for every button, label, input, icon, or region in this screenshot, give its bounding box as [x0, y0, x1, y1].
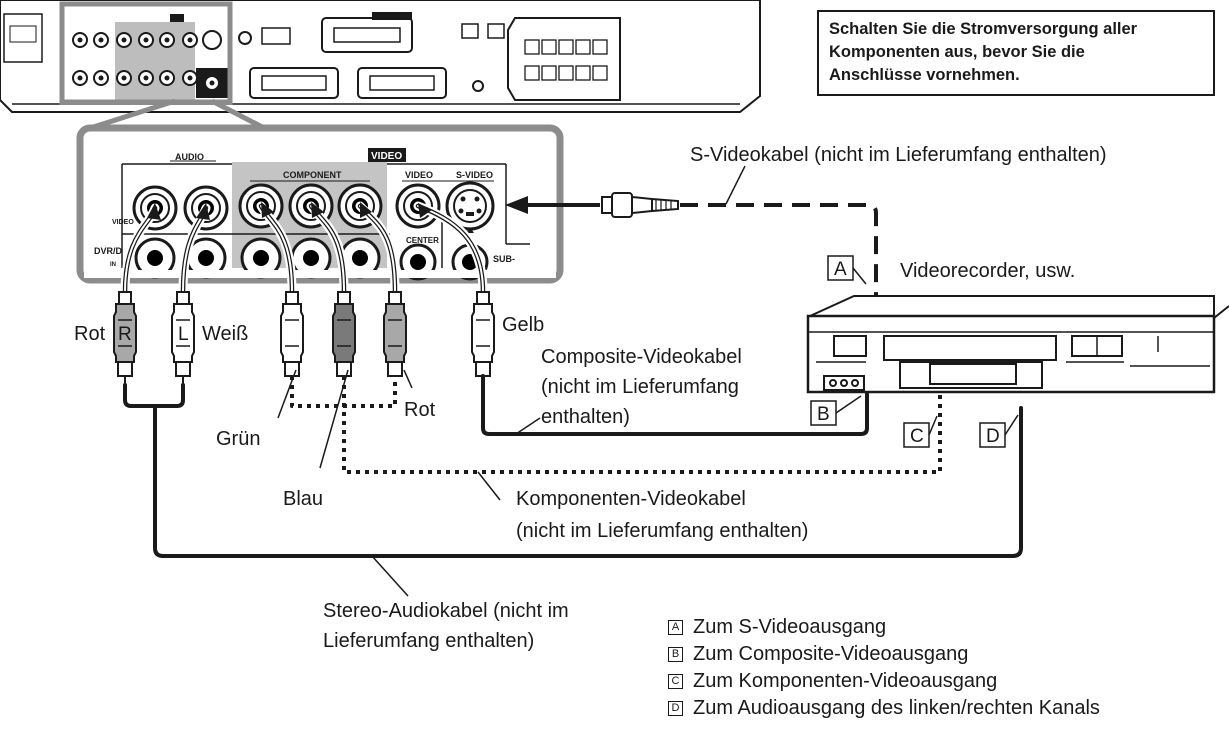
video-jack-label: VIDEO	[405, 170, 433, 180]
leader-lines	[277, 165, 746, 597]
svideo-plug	[505, 192, 679, 218]
marker-a: A	[834, 259, 847, 280]
in-label: IN	[110, 262, 116, 268]
legend-item-a: A Zum S-Videoausgang	[668, 614, 1100, 641]
legend-item-c: C Zum Komponenten-Videoausgang	[668, 668, 1100, 695]
rca-plugs	[113, 291, 495, 385]
legend-item-d: D Zum Audioausgang des linken/rechten Ka…	[668, 695, 1100, 722]
legend-letter-a: A	[668, 620, 683, 635]
component-video-cable	[290, 376, 942, 474]
plug-blau	[332, 291, 356, 377]
svideo-jack-label: S-VIDEO	[456, 170, 493, 180]
svideo-cable-label: S-Videokabel (nicht im Lieferumfang enth…	[690, 144, 1107, 166]
stereo-label-2: Lieferumfang enthalten)	[323, 630, 534, 652]
sub-label: SUB-	[493, 254, 515, 264]
audio-label: AUDIO	[175, 152, 204, 162]
composite-label-1: Composite-Videokabel	[541, 346, 742, 368]
legend-letter-b: B	[668, 647, 683, 662]
plug-l-letter: L	[178, 324, 189, 345]
legend-text-a: Zum S-Videoausgang	[693, 616, 887, 638]
markers	[810, 255, 1019, 448]
videorecorder-device	[806, 295, 1229, 394]
plug-rot-audio	[113, 291, 137, 385]
rot-right-label: Rot	[404, 399, 436, 421]
receiver-rear-panel	[0, 0, 761, 113]
stereo-label-1: Stereo-Audiokabel (nicht im	[323, 600, 569, 622]
legend-item-b: B Zum Composite-Videoausgang	[668, 641, 1100, 668]
rot-left-label: Rot	[74, 323, 106, 345]
dvr-label: DVR/D	[94, 246, 123, 256]
video-label: VIDEO	[371, 151, 402, 162]
plug-rot-component	[383, 291, 407, 377]
composite-label-2: (nicht im Lieferumfang	[541, 376, 739, 398]
marker-b: B	[817, 404, 830, 425]
svideo-cable	[680, 203, 878, 296]
plug-r-letter: R	[118, 324, 132, 345]
plug-weiss-audio	[171, 291, 195, 385]
plug-arrowheads	[147, 202, 432, 220]
center-label: CENTER	[406, 236, 439, 245]
plug-gruen	[280, 291, 304, 377]
component-label: COMPONENT	[283, 170, 342, 180]
stereo-audio-cable	[123, 383, 1023, 558]
plug-gelb	[471, 291, 495, 377]
gruen-label: Grün	[216, 428, 260, 450]
marker-d: D	[986, 426, 1000, 447]
videorecorder-label: Videorecorder, usw.	[900, 260, 1075, 282]
blau-label: Blau	[283, 488, 323, 510]
composite-label-3: enthalten)	[541, 406, 630, 428]
legend: A Zum S-Videoausgang B Zum Composite-Vid…	[668, 614, 1100, 722]
warning-box: Schalten Sie die Stromversorgung aller K…	[817, 10, 1215, 96]
legend-letter-d: D	[668, 701, 683, 716]
composite-video-cable	[481, 374, 869, 436]
component-label-2: (nicht im Lieferumfang enthalten)	[516, 520, 808, 542]
legend-text-b: Zum Composite-Videoausgang	[693, 643, 969, 665]
legend-text-d: Zum Audioausgang des linken/rechten Kana…	[693, 697, 1100, 719]
legend-text-c: Zum Komponenten-Videoausgang	[693, 670, 998, 692]
marker-c: C	[910, 426, 924, 447]
zoomed-jack-panel: AUDIO VIDEO COMPONENT VIDEO S-VIDEO VIDE…	[76, 124, 564, 284]
component-label-1: Komponenten-Videokabel	[516, 488, 746, 510]
video-in-label: VIDEO	[112, 219, 134, 226]
legend-letter-c: C	[668, 674, 683, 689]
gelb-label: Gelb	[502, 314, 544, 336]
weiss-label: Weiß	[202, 323, 248, 345]
highlight-frame	[59, 1, 233, 105]
